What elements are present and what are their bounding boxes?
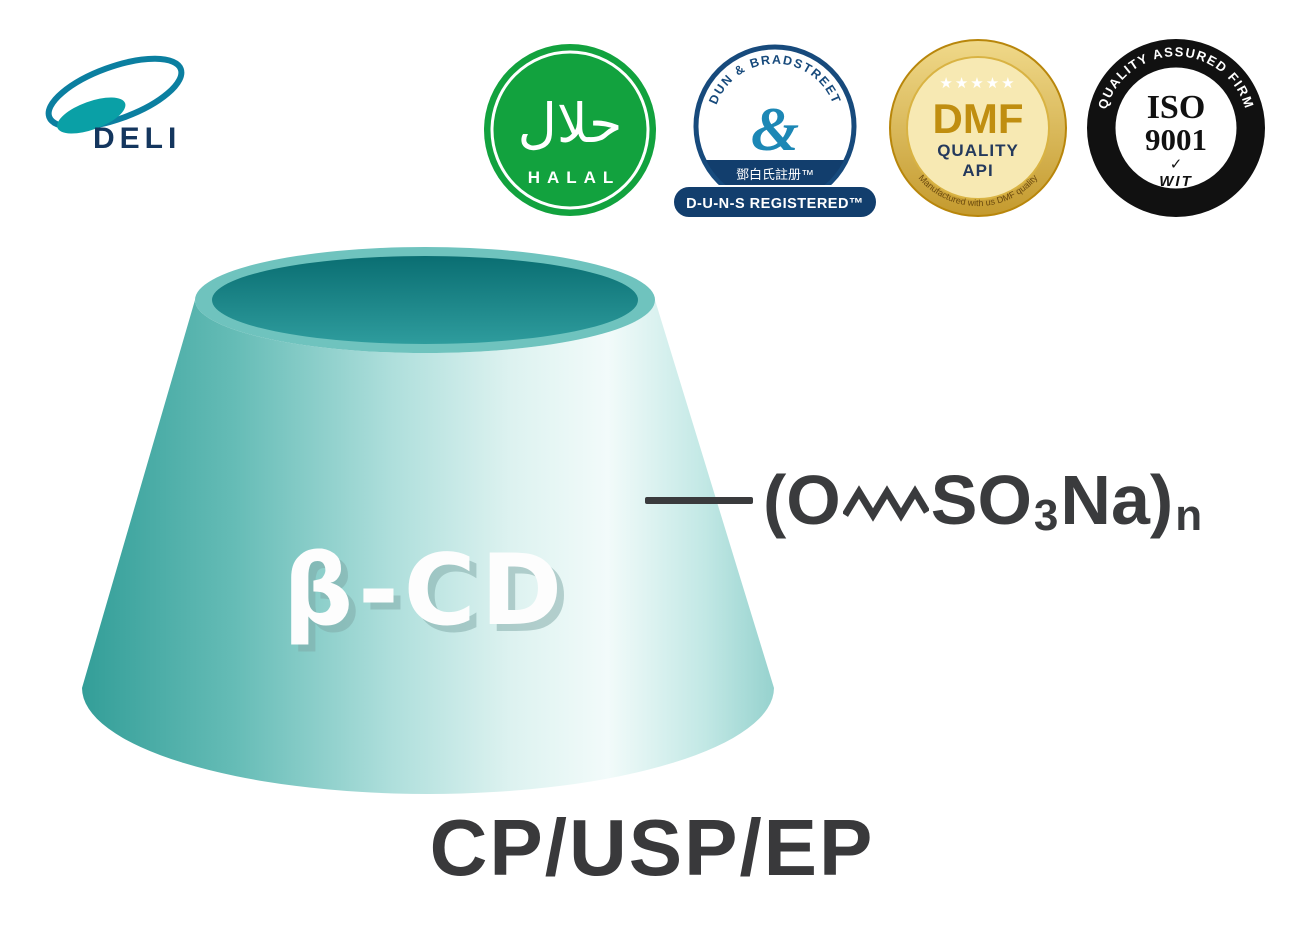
beta-cd-cone: β-CD β-CD — [82, 247, 774, 794]
dnb-banner-text: D-U-N-S REGISTERED™ — [686, 196, 864, 212]
formula-so: SO — [930, 461, 1032, 539]
deli-logo: DELI — [45, 55, 185, 155]
cone-opening — [212, 256, 638, 344]
logo-swoosh-ring-icon — [45, 55, 185, 131]
formula-open: (O — [763, 461, 841, 539]
iso-badge: QUALITY ASSURED FIRM ISO 9001 ✓ WIT — [1087, 39, 1265, 217]
formula-subscript-3: 3 — [1033, 491, 1059, 540]
bond-line-icon — [645, 496, 753, 504]
iso-registrar-mark: WIT — [1159, 173, 1193, 190]
dmf-title: DMF — [933, 95, 1024, 142]
iso-check-icon: ✓ — [1170, 155, 1183, 173]
dmf-stars: ★★★★★ — [939, 74, 1016, 92]
halal-inner-ring — [490, 50, 650, 210]
dnb-banner — [672, 185, 878, 219]
formula-subscript-n: n — [1175, 491, 1203, 540]
halal-arabic-text: حلال — [518, 92, 623, 155]
dmf-badge: ★★★★★ DMF QUALITY API Manufactured with … — [889, 39, 1067, 217]
zigzag-bond-icon — [842, 485, 929, 522]
iso-ring — [1088, 40, 1264, 216]
halal-label: HALAL — [528, 168, 621, 187]
formula-tail: Na) — [1060, 461, 1174, 539]
iso-inner-circle — [1116, 68, 1236, 188]
halal-badge: حلال HALAL — [484, 44, 656, 216]
dmf-inner-circle — [906, 56, 1050, 200]
iso-title: ISO — [1147, 89, 1206, 126]
cone-body — [82, 300, 774, 794]
logo-text: DELI — [93, 122, 181, 155]
substituent-formula: (O SO 3 Na) n — [645, 448, 1204, 552]
pharma-standards-text: CP/USP/EP — [429, 803, 875, 892]
dmf-api-label: API — [962, 161, 993, 180]
halal-circle — [484, 44, 656, 216]
cone-label: β-CD — [283, 534, 567, 648]
cone-label-shadow: β-CD — [290, 541, 574, 655]
dnb-badge: DUN & BRADSTREET & 鄧白氏註册™ D-U-N-S REGIST… — [672, 44, 878, 219]
dnb-chinese-text: 鄧白氏註册™ — [736, 167, 814, 182]
dnb-ampersand-icon: & — [751, 96, 799, 164]
logo-swoosh-leaf-icon — [57, 97, 126, 134]
iso-number: 9001 — [1145, 122, 1207, 157]
dmf-quality-label: QUALITY — [937, 141, 1019, 160]
